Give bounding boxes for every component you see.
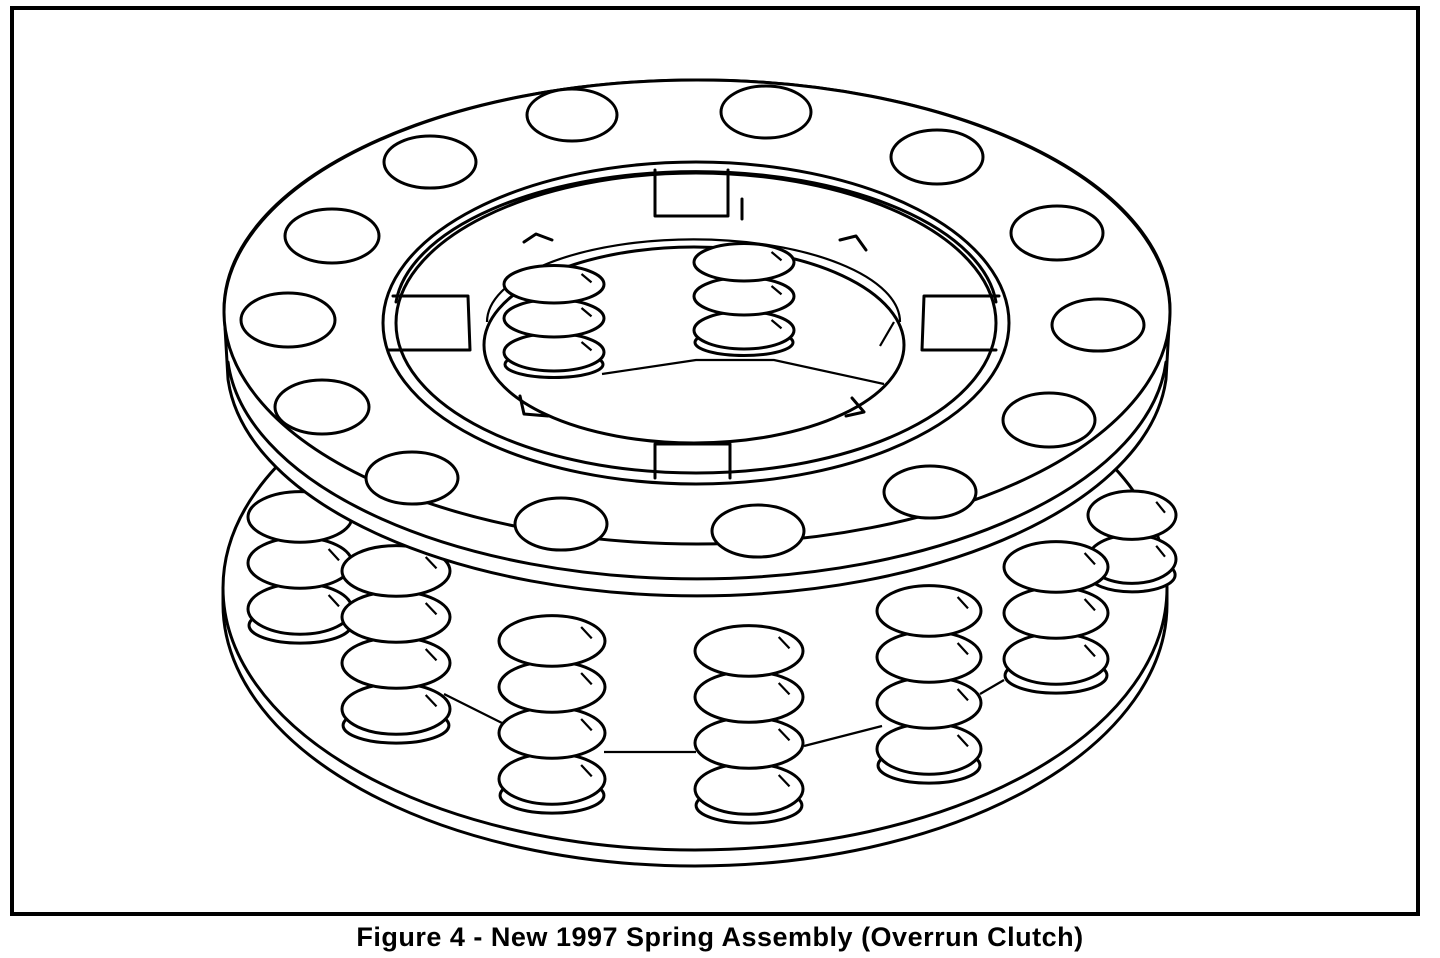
plate-hole [364,450,460,506]
top-plate-holes [239,84,1146,559]
plate-hole [1009,204,1105,262]
bore-spring-center [692,242,796,358]
bore-spring-left [502,264,606,380]
plate-hole [513,496,609,552]
plate-hole [1001,391,1097,449]
plate-hole [525,87,619,143]
spring-assembly-drawing [221,78,1178,868]
plate-hole [710,503,806,559]
plate-hole [283,207,381,265]
figure-caption: Figure 4 - New 1997 Spring Assembly (Ove… [356,922,1084,952]
central-bore [482,232,906,445]
plate-hole [273,378,371,436]
plate-hole [1050,297,1146,353]
plate-hole [239,291,337,349]
spring-front-center-right [693,624,805,825]
outer-coil-springs-front [340,540,1110,825]
spring-front-right-outer [1002,540,1110,695]
plate-hole [382,134,478,190]
inner-coil-springs [502,242,796,380]
spring-front-left-outer [340,544,452,745]
spring-front-right-inner [875,584,983,785]
inner-connecting-lines [443,679,1005,754]
figure-frame [10,6,1420,916]
plate-hole [889,128,985,186]
plate-hole [882,464,978,520]
spring-front-center-left [497,614,607,815]
plate-hole [719,84,813,140]
